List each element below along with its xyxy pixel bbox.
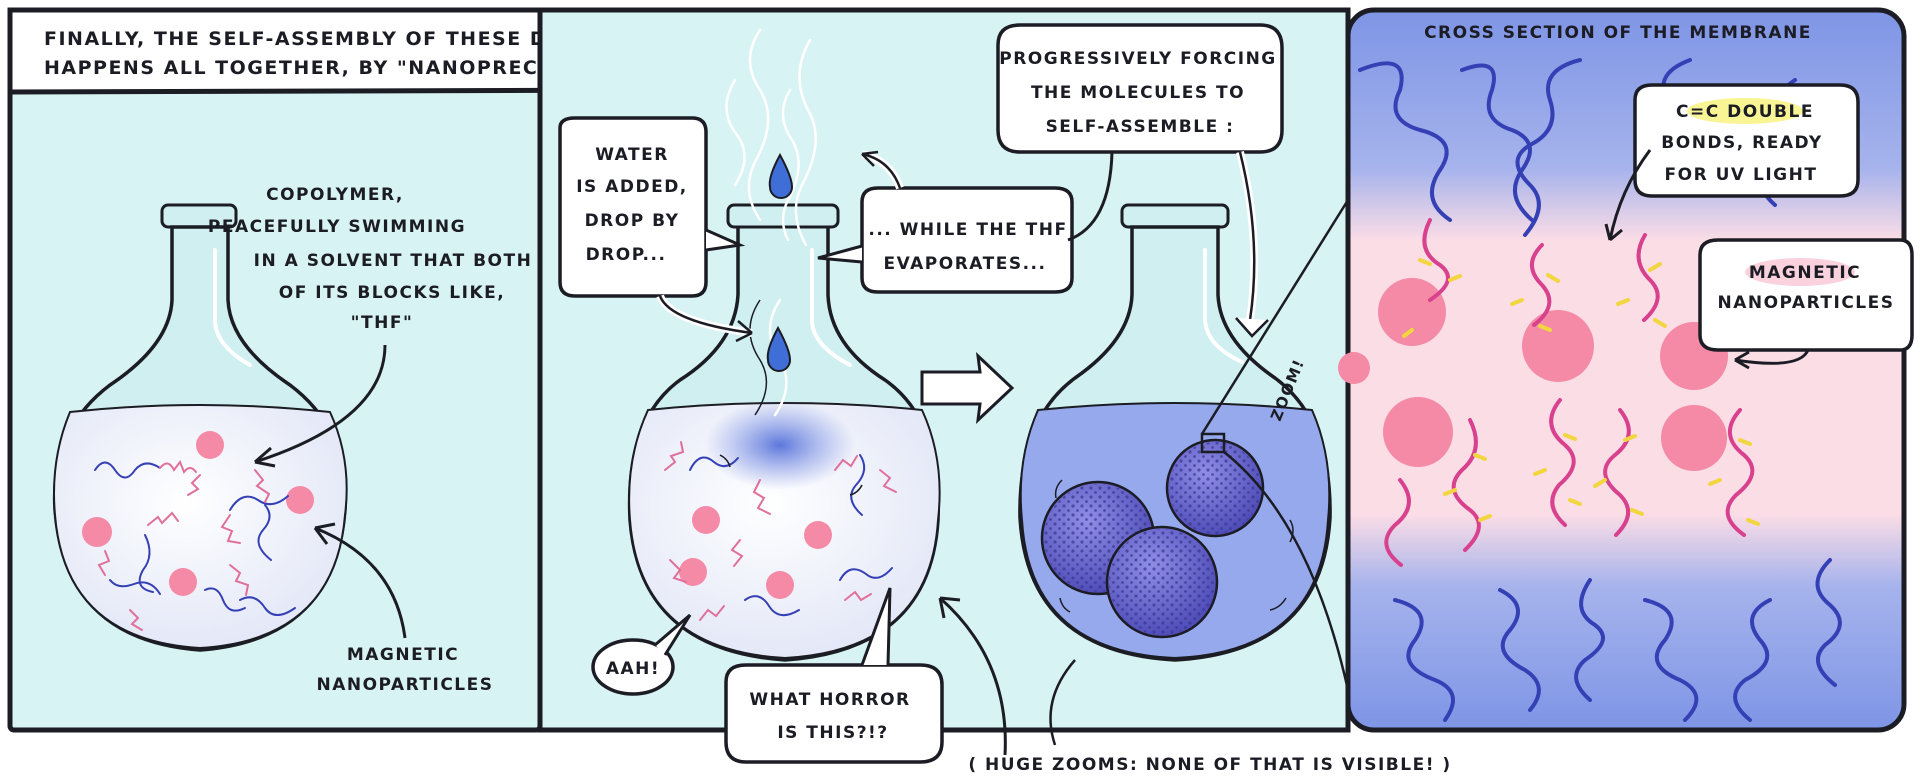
svg-text:AAH!: AAH! — [606, 659, 660, 679]
svg-text:BONDS, READY: BONDS, READY — [1661, 133, 1822, 153]
svg-text:DROP BY: DROP BY — [585, 211, 680, 231]
nanoparticle — [692, 506, 720, 534]
svg-text:FOR UV LIGHT: FOR UV LIGHT — [1665, 165, 1818, 185]
svg-text:DROP...: DROP... — [586, 245, 667, 265]
nanoparticle — [804, 521, 832, 549]
svg-text:WHAT HORROR: WHAT HORROR — [749, 690, 910, 710]
nanoparticles-bubble: MAGNETIC NANOPARTICLES — [1698, 238, 1914, 352]
svg-text:PEACEFULLY SWIMMING: PEACEFULLY SWIMMING — [208, 217, 466, 237]
polymer-chains — [1358, 58, 1842, 722]
svg-text:IS THIS?!?: IS THIS?!? — [777, 723, 888, 743]
svg-text:... WHILE THE THF: ... WHILE THE THF — [868, 220, 1067, 240]
thf-bubble: ... WHILE THE THF EVAPORATES... — [817, 186, 1074, 294]
aah-bubble: AAH! — [591, 613, 692, 696]
nanoparticle — [82, 517, 112, 547]
magnetic-note: MAGNETIC NANOPARTICLES — [313, 522, 493, 695]
svg-text:SELF-ASSEMBLE :: SELF-ASSEMBLE : — [1046, 117, 1235, 137]
svg-text:MAGNETIC: MAGNETIC — [1749, 263, 1861, 283]
svg-text:OF ITS BLOCKS LIKE,: OF ITS BLOCKS LIKE, — [279, 283, 505, 303]
panel-4-membrane: CROSS SECTION OF THE MEMBRANE — [1338, 7, 1914, 733]
panel-2-3: WATER IS ADDED, DROP BY DROP... ... WHIL… — [537, 7, 1351, 764]
panel-4-title: CROSS SECTION OF THE MEMBRANE — [1424, 23, 1812, 43]
svg-text:THE MOLECULES TO: THE MOLECULES TO — [1031, 83, 1245, 103]
nanoparticle — [679, 558, 707, 586]
membrane-nanoparticles — [1338, 278, 1728, 471]
footer-note: ( HUGE ZOOMS: NONE OF THAT IS VISIBLE! ) — [968, 755, 1451, 775]
double-bonds-bubble: C=C DOUBLE BONDS, READY FOR UV LIGHT — [1633, 83, 1860, 198]
flask-3: ZOOM! — [1018, 203, 1332, 662]
water-bubble: WATER IS ADDED, DROP BY DROP... — [558, 116, 746, 298]
nanoparticle — [169, 568, 197, 596]
zoom-box — [1200, 432, 1226, 454]
caption-line-2: HAPPENS ALL TOGETHER, BY "NANOPRECIPITAT… — [44, 57, 668, 79]
svg-text:COPOLYMER,: COPOLYMER, — [266, 185, 404, 205]
svg-text:WATER: WATER — [595, 145, 669, 165]
water-drop — [768, 152, 794, 199]
water-drop — [766, 325, 792, 372]
flask-2 — [627, 28, 941, 662]
svg-text:IN A SOLVENT THAT BOTH: IN A SOLVENT THAT BOTH — [254, 251, 533, 271]
svg-text:MAGNETIC: MAGNETIC — [347, 645, 459, 665]
svg-text:NANOPARTICLES: NANOPARTICLES — [316, 675, 493, 695]
svg-text:NANOPARTICLES: NANOPARTICLES — [1717, 293, 1894, 313]
svg-text:IS ADDED,: IS ADDED, — [576, 177, 688, 197]
nanoparticle — [766, 571, 794, 599]
transition-arrow — [920, 352, 1015, 424]
forcing-bubble: PROGRESSIVELY FORCING THE MOLECULES TO S… — [996, 23, 1284, 154]
copolymer-note: COPOLYMER, PEACEFULLY SWIMMING IN A SOLV… — [208, 185, 533, 468]
vapor-wisps — [725, 28, 817, 417]
nanoparticle — [196, 431, 224, 459]
nanoparticle — [286, 486, 314, 514]
svg-text:PROGRESSIVELY FORCING: PROGRESSIVELY FORCING — [999, 49, 1277, 69]
horror-bubble: WHAT HORROR IS THIS?!? — [724, 587, 944, 764]
svg-text:EVAPORATES...: EVAPORATES... — [884, 254, 1047, 274]
svg-text:C=C DOUBLE: C=C DOUBLE — [1676, 102, 1814, 122]
svg-text:"THF": "THF" — [351, 313, 414, 333]
